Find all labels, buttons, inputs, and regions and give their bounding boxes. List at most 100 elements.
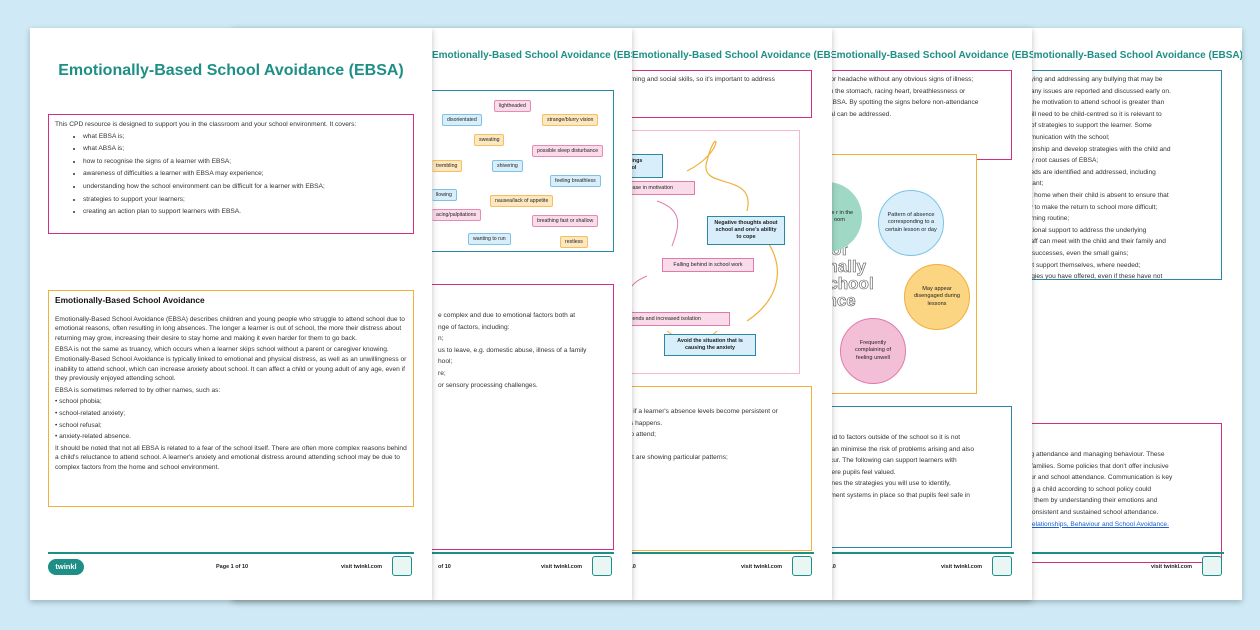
- footer-site: visit twinkl.com: [541, 564, 582, 570]
- twinkl-logo: twinkl: [48, 559, 84, 575]
- list-item: strategies to support your learners;: [83, 195, 407, 205]
- names-list: • school phobia;• school-related anxiety…: [55, 397, 407, 441]
- footer-site: visit twinkl.com: [741, 564, 782, 570]
- paragraph-2: EBSA is not the same as truancy, which o…: [55, 346, 407, 383]
- sign-tag: strange/blurry vision: [542, 114, 599, 126]
- circle-label: May appear disengaged during lessons: [913, 285, 961, 307]
- text-line: at staff can meet with the child and the…: [1018, 238, 1166, 246]
- text-line: this happens.: [623, 419, 663, 427]
- causes-box: e complex and due to emotional factors b…: [432, 284, 614, 550]
- text-line: s can minimise the risk of problems aris…: [823, 445, 974, 453]
- flow-falling-behind: Falling behind in school work: [662, 258, 754, 272]
- page-footer: of 10 visit twinkl.com: [432, 552, 614, 586]
- list-item: what EBSA is;: [83, 132, 407, 142]
- document-page-1: Emotionally-Based School Avoidance (EBSA…: [30, 28, 432, 600]
- circle-label: Pattern of absence corresponding to a ce…: [885, 211, 937, 233]
- text-line: • anxiety-related absence.: [55, 433, 131, 441]
- text-line: gement systems in place so that pupils f…: [823, 491, 970, 499]
- circle-unwell: Frequently complaining of feeling unwell: [840, 318, 906, 384]
- circle-label: Frequently complaining of feeling unwell: [854, 339, 892, 361]
- paragraph-4: It should be noted that not all EBSA is …: [55, 444, 407, 471]
- sign-tag: lightheaded: [494, 100, 531, 112]
- text-line: ishing a child according to school polic…: [1018, 485, 1152, 493]
- page-header: Emotionally-Based School Avoidance (EBSA…: [632, 50, 832, 61]
- text-line: usal can be addressed.: [823, 110, 892, 118]
- signs-box: e, or headache without any obvious signs…: [817, 70, 1012, 160]
- support-box: lated to factors outside of the school s…: [817, 406, 1012, 548]
- page-footer: twinkl Page 1 of 10 visit twinkl.com: [48, 552, 414, 586]
- covers-list: what EBSA is;what ABSA is;how to recogni…: [55, 132, 407, 217]
- text-line: :: [623, 98, 805, 108]
- document-title: Emotionally-Based School Avoidance (EBSA…: [58, 62, 404, 79]
- text-line: es at home when their child is absent to…: [1018, 191, 1169, 199]
- footer-site: visit twinkl.com: [341, 564, 382, 570]
- text-line: us to leave, e.g. domestic abuse, illnes…: [438, 346, 587, 354]
- definition-box: Emotionally-Based School Avoidance Emoti…: [48, 290, 414, 507]
- page-number: of 10: [438, 564, 451, 570]
- list-item: what ABSA is;: [83, 144, 407, 154]
- quality-badge-icon: [792, 556, 812, 576]
- footer-site: visit twinkl.com: [1151, 564, 1192, 570]
- sign-tag: breathing fast or shallow: [532, 215, 599, 227]
- text-line: e to attend;: [623, 431, 656, 439]
- section-title: Emotionally-Based School Avoidance: [55, 295, 205, 305]
- footer-site: visit twinkl.com: [941, 564, 982, 570]
- text-line: aviour and school attendance. Communicat…: [1018, 474, 1173, 482]
- absence-box: SA if a learner's absence levels become …: [617, 386, 812, 551]
- text-line: e complex and due to emotional factors b…: [438, 312, 576, 319]
- intro-text: This CPD resource is designed to support…: [55, 121, 357, 128]
- page-footer: of 10 visit twinkl.com: [1012, 552, 1224, 586]
- text-line: ing consistent and sustained school atte…: [1018, 508, 1159, 516]
- text-line: where pupils feel valued.: [823, 468, 896, 476]
- quality-badge-icon: [992, 556, 1012, 576]
- circle-label: tive r in the oom: [825, 209, 854, 224]
- policy-box: aging attendance and managing behaviour.…: [1012, 423, 1222, 563]
- text-line: likely to make the return to school more…: [1018, 203, 1158, 211]
- text-line: lated to factors outside of the school s…: [823, 434, 961, 441]
- text-line: n;: [438, 335, 444, 343]
- sign-tag: restless: [560, 236, 588, 248]
- text-line: e;: [623, 442, 805, 452]
- circle-disengaged: May appear disengaged during lessons: [904, 264, 970, 330]
- text-line: that any issues are reported and discuss…: [1018, 87, 1171, 95]
- text-line: trategies you have offered, even if thes…: [1018, 273, 1163, 280]
- text-line: nge of factors, including:: [438, 323, 510, 331]
- list-item: awareness of difficulties a learner with…: [83, 169, 407, 179]
- flow-motivation: ncrease in motivation: [617, 181, 695, 195]
- flow-isolation: of friends and increased isolation: [617, 312, 730, 326]
- sign-tag: acing/palpitations: [432, 209, 482, 221]
- circle-pattern: Pattern of absence corresponding to a ce…: [878, 190, 944, 256]
- text-line: communication with the school;: [1018, 133, 1110, 141]
- text-line: y needs are identified and addressed, in…: [1018, 168, 1156, 176]
- flow-avoid: Avoid the situation that is causing the …: [664, 334, 756, 356]
- page-header: Emotionally-Based School Avoidance (EBSA…: [830, 50, 1032, 61]
- sign-tag: llowing: [432, 189, 457, 201]
- strategies-box: entifying and addressing any bullying th…: [1012, 70, 1222, 280]
- text-line: • school-related anxiety;: [55, 409, 126, 417]
- list-item: creating an action plan to support learn…: [83, 207, 407, 217]
- text-line: re;: [438, 369, 446, 377]
- sign-tag: wanting to run: [468, 233, 511, 245]
- flow-negative-thoughts: Negative thoughts about school and one's…: [707, 216, 785, 245]
- sign-tag: sweating: [474, 134, 505, 146]
- text-line: heir families. Some policies that don't …: [1018, 462, 1169, 470]
- text-line: hool;: [438, 358, 453, 366]
- text-line: s EBSA. By spotting the signs before non…: [823, 99, 979, 107]
- text-line: occur. The following can support learner…: [823, 457, 957, 465]
- text-line: g all successes, even the small gains;: [1018, 249, 1129, 257]
- sign-tag: possible sleep disturbance: [532, 145, 604, 157]
- text-line: that are showing particular patterns;: [623, 454, 728, 462]
- page-number: Page 1 of 10: [216, 564, 249, 570]
- page-footer: of 10 visit twinkl.com: [617, 552, 814, 586]
- page-header: Emotionally-Based School Avoidance (EBSA…: [1027, 50, 1242, 61]
- list-item: understanding how the school environment…: [83, 182, 407, 192]
- policy-link[interactable]: Relationships, Behaviour and School Avoi…: [1027, 520, 1169, 528]
- text-line: s in the stomach, racing heart, breathle…: [823, 87, 966, 95]
- text-line: relevant;: [1018, 179, 1215, 189]
- quality-badge-icon: [1202, 556, 1222, 576]
- page-footer: of 10 visit twinkl.com: [817, 552, 1014, 586]
- quality-badge-icon: [392, 556, 412, 576]
- quality-badge-icon: [592, 556, 612, 576]
- intro-box: This CPD resource is designed to support…: [48, 114, 414, 234]
- text-line: • school refusal;: [55, 421, 102, 429]
